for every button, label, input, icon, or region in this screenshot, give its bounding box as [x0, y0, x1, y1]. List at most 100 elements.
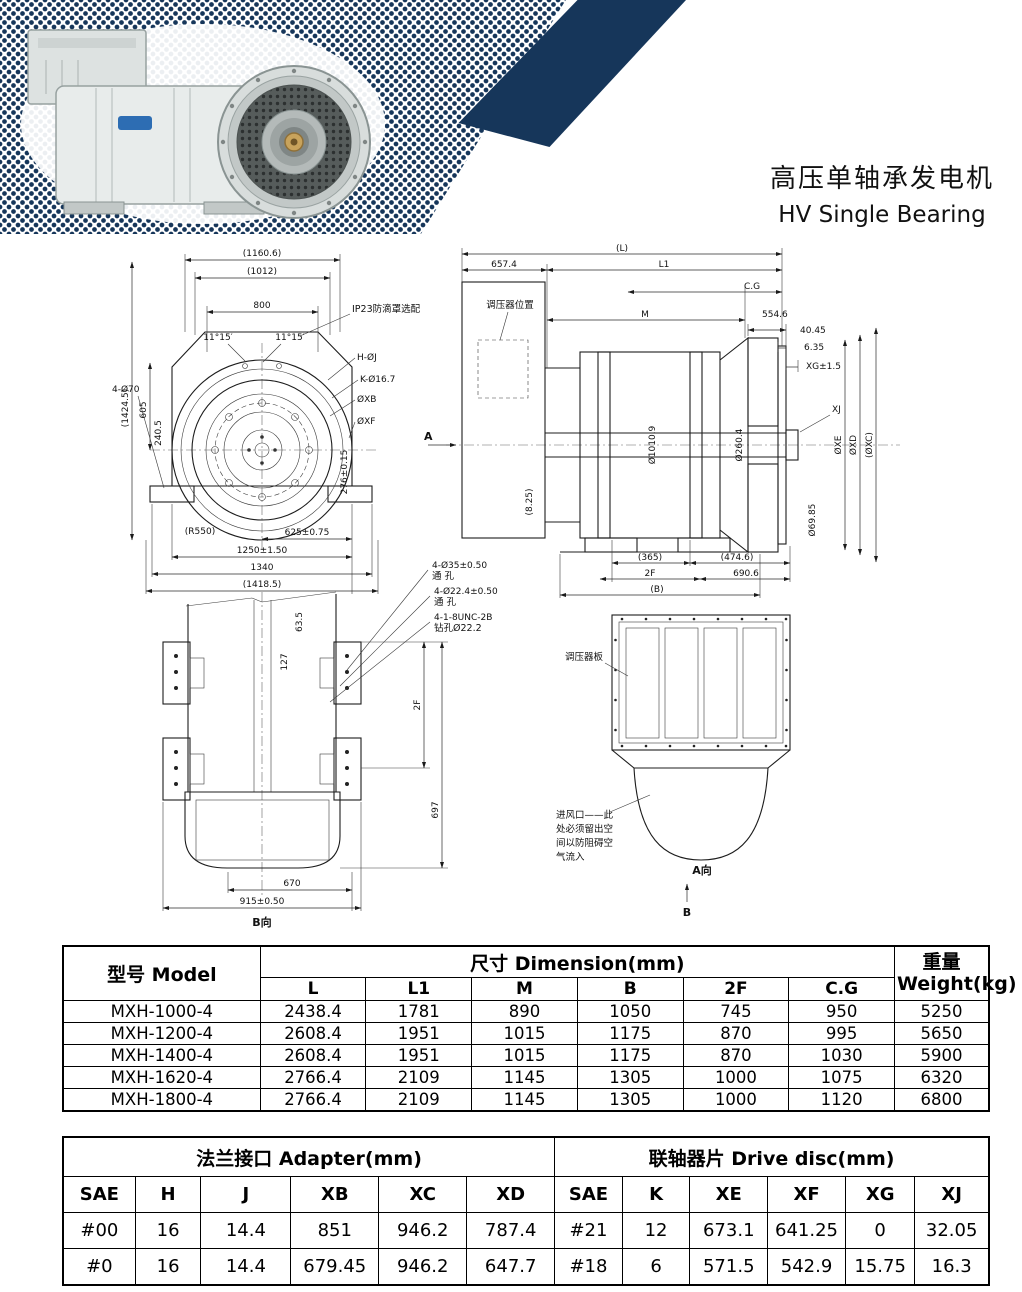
cell: 1000 — [682, 1088, 790, 1112]
col-header-model: 型号 Model — [62, 945, 261, 1001]
bottom-dim-670: 670 — [283, 879, 300, 889]
side-dim-M: M — [641, 310, 649, 320]
side-dim-690: 690.6 — [733, 569, 759, 579]
cell: MXH-1800-4 — [62, 1088, 261, 1112]
cell: 1030 — [788, 1044, 896, 1067]
cell: 673.1 — [689, 1212, 769, 1249]
col-xb: XB — [290, 1176, 380, 1213]
bottom-dim-915: 915±0.50 — [240, 897, 285, 907]
table-row: #0 16 14.4 679.45 946.2 647.7 #18 6 571.… — [62, 1248, 990, 1286]
side-dim-554: 554.6 — [762, 310, 788, 320]
col-h: H — [134, 1176, 202, 1213]
side-dim-825: (8.25) — [525, 488, 535, 515]
cell: 5650 — [894, 1022, 990, 1045]
col-CG: C.G — [788, 977, 896, 1001]
cell: 1145 — [471, 1088, 578, 1112]
bottom-dim-127: 127 — [280, 653, 290, 670]
bottom-dim-63: 63.5 — [295, 612, 305, 632]
cell: 1075 — [788, 1066, 896, 1089]
side-dim-xe: ØXE — [833, 435, 844, 454]
front-dim-1160: (1160.6) — [243, 249, 282, 259]
cell: 745 — [682, 1000, 790, 1023]
front-dim-800: 800 — [253, 301, 270, 311]
cell: 2608.4 — [259, 1044, 367, 1067]
side-dim-260: Ø260.4 — [734, 428, 745, 461]
bottom-view-drawing: 4-Ø35±0.50 通 孔 4-Ø22.4±0.50 通 孔 4-1-8UNC… — [162, 560, 498, 929]
bottom-hole2-l1: 4-Ø22.4±0.50 — [434, 586, 498, 597]
cell: 1951 — [365, 1044, 473, 1067]
cell: 5250 — [894, 1000, 990, 1023]
table-row: MXH-1000-4 2438.4 1781 890 1050 745 950 … — [62, 1000, 990, 1023]
bottom-dim-2f: 2F — [413, 700, 423, 711]
front-note-ip23: IP23防滴罩选配 — [352, 303, 421, 315]
cell: 950 — [788, 1000, 896, 1023]
side-dim-xg: XG±1.5 — [806, 362, 841, 372]
side-dim-69: Ø69.85 — [807, 504, 818, 537]
table-row: MXH-1400-4 2608.4 1951 1015 1175 870 103… — [62, 1044, 990, 1067]
weight-label-en: Weight(kg) — [897, 972, 1017, 995]
col-sae-right: SAE — [554, 1176, 623, 1213]
col-L1: L1 — [365, 977, 473, 1001]
cell: 1120 — [788, 1088, 896, 1112]
side-label-regulator: 调压器位置 — [486, 299, 534, 311]
side-dim-L: (L) — [616, 244, 628, 254]
front-dim-1424: (1424.5) — [121, 389, 131, 428]
side-dim-1010: Ø1010.9 — [647, 425, 658, 464]
cell: 1050 — [576, 1000, 684, 1023]
cell: 6 — [621, 1248, 691, 1286]
front-label-xb: ØXB — [357, 394, 376, 405]
table-row: MXH-1200-4 2608.4 1951 1015 1175 870 995… — [62, 1022, 990, 1045]
cell: 5900 — [894, 1044, 990, 1067]
cell: 32.05 — [914, 1212, 990, 1249]
cell: MXH-1620-4 — [62, 1066, 261, 1089]
side-dim-xj: XJ — [832, 405, 841, 415]
front-view-drawing: (1160.6) (1012) 800 (1424.5) 605 240.5 4… — [112, 249, 421, 594]
col-header-weight: 重量 Weight(kg) — [894, 945, 1017, 1001]
cell: 0 — [844, 1212, 916, 1249]
col-L: L — [259, 977, 367, 1001]
front-dim-240: 240.5 — [154, 420, 164, 446]
side-dim-6: 6.35 — [804, 343, 824, 353]
rear-note-l3: 间以防阻碍空 — [556, 837, 613, 849]
bottom-view-label: B向 — [252, 915, 271, 929]
cell: 890 — [471, 1000, 578, 1023]
front-label-k: K-Ø16.7 — [360, 374, 395, 385]
front-dim-1012: (1012) — [247, 267, 277, 277]
col-xc: XC — [378, 1176, 468, 1213]
front-label-xf: ØXF — [357, 416, 375, 427]
col-sae-left: SAE — [62, 1176, 136, 1213]
table-row: MXH-1620-4 2766.4 2109 1145 1305 1000 10… — [62, 1066, 990, 1089]
cell: 2766.4 — [259, 1088, 367, 1112]
rear-note-l4: 气流入 — [556, 851, 585, 863]
cell: 542.9 — [767, 1248, 846, 1286]
cell: 571.5 — [689, 1248, 769, 1286]
cell: #21 — [554, 1212, 623, 1249]
page-title-chinese: 高压单轴承发电机 — [769, 164, 994, 194]
front-angle-right: 11°15′ — [275, 333, 304, 343]
rear-view-drawing: 调压器板 进风口——此 处必须留出空 间以防阻碍空 气流入 A向 B — [556, 614, 791, 919]
cell: 679.45 — [290, 1248, 380, 1286]
cell: 946.2 — [378, 1212, 468, 1249]
section-a-marker: A — [424, 430, 433, 443]
col-xd: XD — [466, 1176, 556, 1213]
side-dim-2f: 2F — [645, 569, 656, 579]
cell: 16 — [134, 1212, 202, 1249]
cell: 1175 — [576, 1022, 684, 1045]
col-xf: XF — [767, 1176, 846, 1213]
cell: 2109 — [365, 1088, 473, 1112]
bottom-hole1-l1: 4-Ø35±0.50 — [432, 560, 487, 571]
bolt-holes — [211, 363, 313, 501]
drive-disc-header: 联轴器片 Drive disc(mm) — [554, 1136, 990, 1177]
cell: 2766.4 — [259, 1066, 367, 1089]
front-angle-left: 11°15′ — [203, 333, 232, 343]
cell: 12 — [621, 1212, 691, 1249]
cell: #00 — [62, 1212, 136, 1249]
front-dim-1418: (1418.5) — [243, 580, 282, 590]
cell: 641.25 — [767, 1212, 846, 1249]
cell: 1145 — [471, 1066, 578, 1089]
cell: 2109 — [365, 1066, 473, 1089]
front-dim-1340: 1340 — [251, 563, 274, 573]
adapter-header: 法兰接口 Adapter(mm) — [62, 1136, 556, 1177]
side-dim-365: (365) — [638, 553, 662, 563]
generator-product-image — [21, 24, 385, 224]
